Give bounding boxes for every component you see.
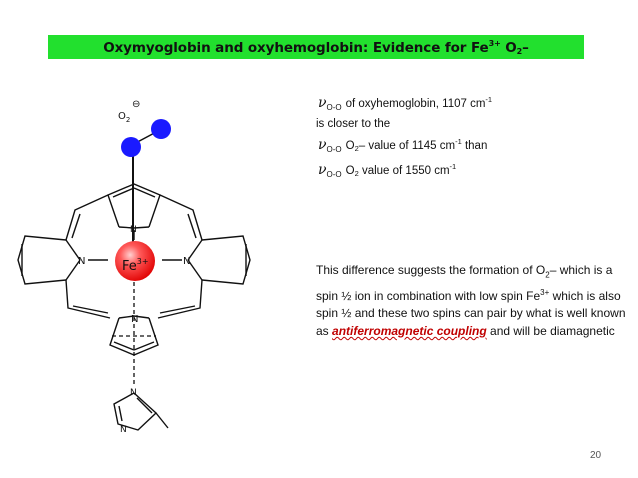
n-label-left: N [78,256,85,267]
page-number: 20 [590,450,602,461]
imidazole-ring [113,392,169,431]
o2-charge: ⊖ [132,99,140,110]
dashed-bonds [112,282,156,385]
o2-label: O2 [118,111,130,124]
oxygen-atom-distal [151,119,171,139]
comparison-line-2: is closer to the [316,118,391,130]
title-bar: Oxymyoglobin and oxyhemoglobin: Evidence… [48,35,584,59]
explanation-paragraph: This difference suggests the formation o… [316,263,629,338]
n-label-imidazole-top: N [130,388,137,398]
fe-label: Fe3+ [122,257,149,274]
n-label-imidazole-bottom: N [120,425,127,435]
slide-title: Oxymyoglobin and oxyhemoglobin: Evidence… [103,38,529,56]
oxygen-atom-bound [121,137,141,157]
n-label-right: N [183,256,190,267]
n-label-bottom: N [131,314,138,325]
iron-atom [115,241,155,281]
n-label-top: N [130,225,137,235]
antiferromagnetic-coupling-term: antiferromagnetic coupling [332,323,487,338]
